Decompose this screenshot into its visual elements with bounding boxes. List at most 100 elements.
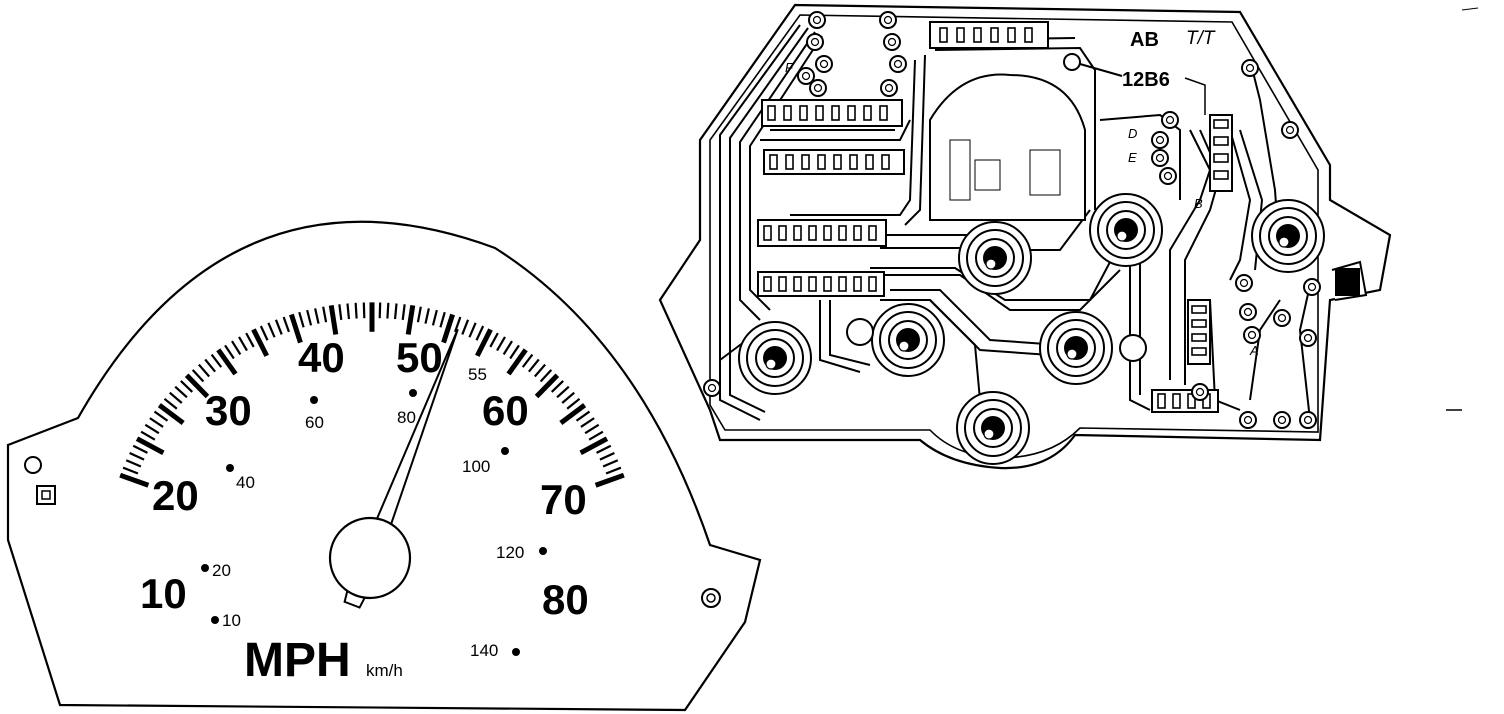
- speed-tick: [431, 309, 438, 326]
- speed-tick: [259, 325, 269, 341]
- connector-pin: [838, 276, 847, 292]
- mount-hole-left: [24, 456, 42, 474]
- connector-pin: [815, 105, 824, 121]
- speed-tick: [468, 322, 477, 338]
- speed-tick: [502, 340, 513, 356]
- connector-pin: [831, 105, 840, 121]
- speed-tick: [238, 336, 248, 352]
- top-connector: [929, 21, 1049, 49]
- speed-ticks: [119, 302, 625, 488]
- unit-mph: MPH: [244, 634, 351, 687]
- dial-plate-outline: [6, 220, 762, 712]
- connector-pin: [847, 105, 856, 121]
- connector-pin: [853, 276, 862, 292]
- speed-tick: [605, 466, 622, 475]
- speed-tick: [559, 403, 587, 426]
- bulb-sockets: [738, 193, 1325, 465]
- speed-tick: [210, 353, 223, 368]
- speed-tick: [556, 385, 570, 399]
- speed-tick: [599, 451, 615, 461]
- speed-tick: [314, 308, 320, 324]
- connector-pin: [763, 225, 772, 241]
- kmh-label-60: 60: [305, 413, 324, 432]
- connector-pin: [801, 154, 810, 170]
- speed-tick: [157, 403, 185, 426]
- connector-pin: [879, 105, 888, 121]
- connector-pin: [990, 27, 999, 43]
- mount-hole-right: [701, 588, 721, 608]
- speed-tick: [496, 336, 506, 352]
- speed-tick: [282, 316, 290, 333]
- speed-tick: [405, 305, 416, 335]
- speed-tick: [354, 302, 358, 319]
- unit-kmh: km/h: [366, 661, 403, 680]
- label-b: B: [1194, 196, 1203, 211]
- speed-tick: [140, 430, 156, 441]
- connector-pin: [793, 225, 802, 241]
- needle-hub: [328, 516, 412, 600]
- label-e: E: [1128, 150, 1137, 165]
- label-d: D: [1128, 126, 1137, 141]
- connector-pin: [799, 105, 808, 121]
- mph-label-40: 40: [298, 334, 345, 381]
- speed-tick: [289, 313, 303, 344]
- speed-tick: [454, 316, 462, 333]
- speed-tick: [174, 385, 188, 399]
- connector-pin: [939, 27, 948, 43]
- kmh-label-120: 120: [496, 543, 524, 562]
- connector-pin: [783, 105, 792, 121]
- speed-tick: [393, 303, 398, 320]
- board-mount-hole: [846, 318, 874, 346]
- connector-pin: [1007, 27, 1016, 43]
- kmh-label-40: 40: [236, 473, 255, 492]
- speed-tick: [566, 397, 581, 410]
- connector-pin: [868, 225, 877, 241]
- speed-tick: [534, 373, 560, 399]
- speed-tick: [144, 423, 160, 435]
- speed-tick: [135, 436, 165, 456]
- speed-tick: [521, 353, 534, 368]
- connector-pin: [1213, 136, 1229, 146]
- connector-pin: [1172, 393, 1181, 409]
- connector-pin: [778, 276, 787, 292]
- connector-pin: [823, 225, 832, 241]
- connector-pin: [1213, 119, 1229, 129]
- mph-label-10: 10: [140, 570, 187, 617]
- speed-tick: [528, 358, 540, 373]
- speed-tick: [416, 306, 422, 323]
- speed-tick: [561, 391, 575, 404]
- speed-tick: [224, 344, 235, 360]
- kmh-label-10: 10: [222, 611, 241, 630]
- speed-tick: [129, 451, 145, 461]
- speed-tick: [386, 302, 390, 319]
- speed-tick: [588, 430, 604, 441]
- speed-tick: [169, 391, 183, 404]
- speed-tick: [346, 303, 351, 320]
- speed-tick: [204, 358, 216, 373]
- solder-pads: [703, 11, 1321, 429]
- speed-tick: [550, 380, 564, 393]
- speed-tick: [306, 309, 313, 326]
- kmh-label-140: 140: [470, 641, 498, 660]
- gauge-window: [929, 73, 1086, 221]
- connector-pin: [881, 154, 890, 170]
- connector-pin: [838, 225, 847, 241]
- mph-label-30: 30: [205, 387, 252, 434]
- connector-pin: [1191, 333, 1207, 342]
- connector-pin: [956, 27, 965, 43]
- connector-pin: [868, 276, 877, 292]
- label-f: F: [785, 60, 794, 75]
- connector-pin: [1157, 393, 1166, 409]
- speed-tick: [338, 304, 343, 321]
- speed-tick: [191, 369, 205, 383]
- speed-tick: [251, 328, 269, 357]
- speed-tick: [184, 373, 210, 399]
- connector-pin: [1191, 305, 1207, 314]
- connector-pin: [808, 276, 817, 292]
- speed-tick: [298, 311, 305, 328]
- mph-label-20: 20: [152, 472, 199, 519]
- connector-row-3: [757, 219, 887, 247]
- speed-tick: [119, 472, 150, 488]
